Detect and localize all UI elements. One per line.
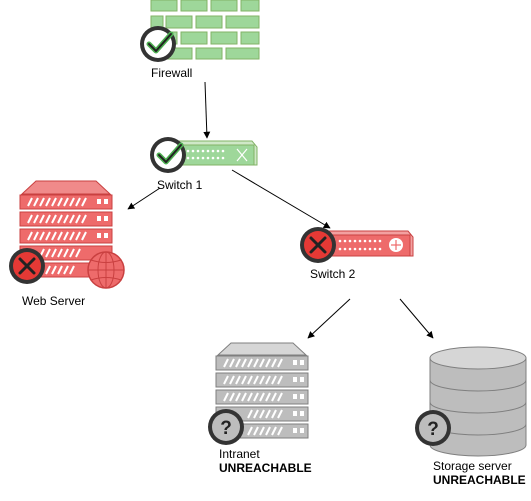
intranet-status-text: UNREACHABLE [219, 461, 312, 475]
intranet-status-question-icon: ? [208, 409, 244, 445]
connection-edges [127, 81, 434, 339]
storage-node[interactable]: ? [415, 346, 527, 457]
firewall-node[interactable] [140, 0, 260, 62]
switch2-status-x-icon [300, 227, 336, 263]
switch2-node[interactable] [300, 227, 414, 263]
globe-icon [87, 251, 125, 289]
webserver-status-x-icon [9, 248, 45, 284]
firewall-label: Firewall [151, 66, 193, 80]
intranet-label: Intranet [219, 447, 260, 461]
switch1-node[interactable] [150, 137, 258, 173]
switch1-label: Switch 1 [157, 178, 203, 192]
storage-status-question-icon: ? [415, 410, 451, 446]
storage-status-text: UNREACHABLE [433, 473, 526, 487]
web-server-label: Web Server [22, 294, 86, 308]
web-server-node[interactable] [9, 180, 125, 289]
switch2-label: Switch 2 [310, 267, 356, 281]
switch1-status-check-icon [150, 137, 186, 173]
switch1-icon [173, 140, 258, 166]
storage-label: Storage server [433, 459, 512, 473]
intranet-node[interactable]: ? [208, 342, 309, 445]
switch2-icon [319, 230, 414, 257]
edge-switch2-storage [399, 298, 434, 339]
database-icon [429, 346, 527, 457]
firewall-status-check-icon [140, 26, 176, 62]
edge-firewall-switch1 [203, 81, 211, 139]
edge-switch2-intranet [307, 298, 351, 339]
svg-text:?: ? [427, 419, 439, 440]
edge-switch1-webserver [127, 187, 161, 210]
server-rack-icon [19, 180, 113, 278]
edge-switch1-switch2 [231, 169, 331, 229]
svg-text:?: ? [220, 418, 232, 439]
